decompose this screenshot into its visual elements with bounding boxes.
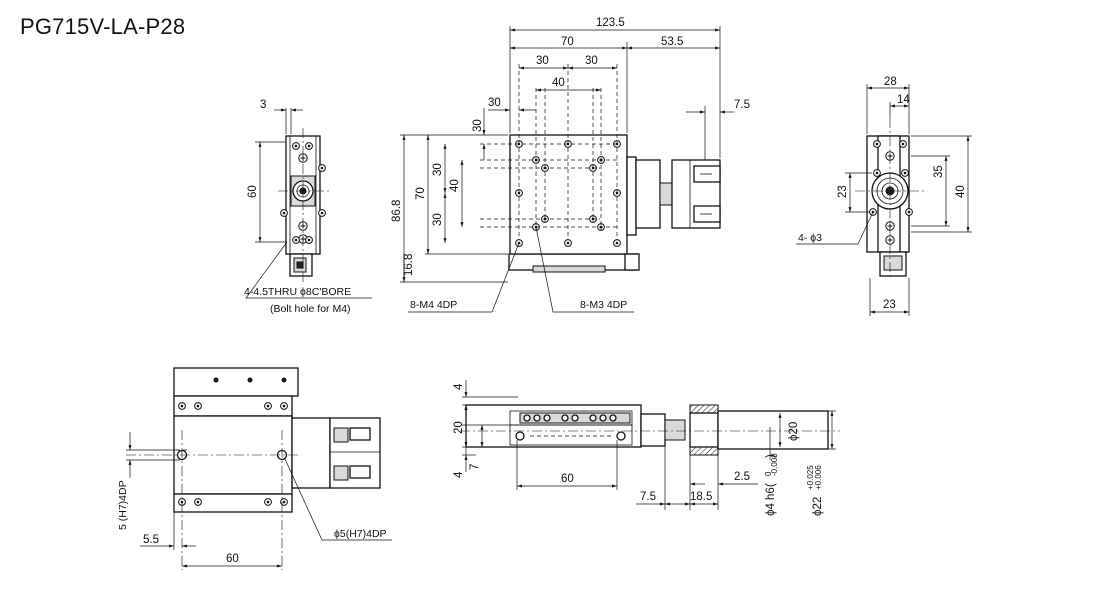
dim-5-5: 5.5 bbox=[143, 534, 159, 546]
dim-30-b: 30 bbox=[585, 55, 598, 67]
dim-60-side: 60 bbox=[561, 473, 574, 485]
dim-40-vert: 40 bbox=[449, 179, 461, 192]
drawing-title: PG715V-LA-P28 bbox=[20, 14, 186, 39]
bottom-view: 5 (H7)4DP 5.5 60 ϕ5(H7)4DP bbox=[117, 367, 392, 570]
dim-23-vert: 23 bbox=[837, 185, 849, 198]
phi22-tol-top: +0.025 bbox=[806, 465, 815, 490]
dim-23-horiz: 23 bbox=[883, 299, 896, 311]
dim-53-5: 53.5 bbox=[661, 36, 683, 48]
dim-20-side: 20 bbox=[453, 421, 465, 434]
dim-30-vert-b: 30 bbox=[432, 213, 444, 226]
phi4-tol-bottom: -0.008 bbox=[770, 453, 779, 476]
phi4-tol-top: 0 bbox=[764, 471, 773, 476]
dim-4-bottom: 4 bbox=[453, 471, 465, 478]
dim-30-vert-a: 30 bbox=[432, 163, 444, 176]
dim-18-5: 18.5 bbox=[690, 491, 712, 503]
dim-40-top: 40 bbox=[552, 77, 565, 89]
dim-60-left: 60 bbox=[247, 185, 259, 198]
dim-7-side: 7 bbox=[469, 464, 481, 470]
phi4-label: ϕ4 h6( bbox=[765, 483, 777, 516]
dim-30-vert-top: 30 bbox=[472, 119, 484, 132]
top-view: 123.5 70 53.5 30 30 40 30 7.5 86.8 16.8 … bbox=[391, 17, 750, 313]
dim-5-h7: 5 (H7)4DP bbox=[117, 480, 129, 530]
bolt-hole-callout: 4-4.5THRU ϕ8C'BORE bbox=[244, 286, 351, 298]
dim-7-5-top: 7.5 bbox=[734, 99, 750, 111]
dim-14: 14 bbox=[897, 94, 910, 106]
dim-70-vert: 70 bbox=[415, 187, 427, 200]
dim-28: 28 bbox=[884, 76, 897, 88]
phi4-h6: ϕ4 h6( bbox=[765, 483, 777, 516]
dim-2-5: 2.5 bbox=[734, 471, 750, 483]
phi4-close: ) bbox=[765, 454, 777, 458]
dim-35: 35 bbox=[933, 165, 945, 178]
m4-callout: 8-M4 4DP bbox=[410, 299, 457, 311]
phi3-callout: 4- ϕ3 bbox=[798, 232, 822, 244]
dim-4-top: 4 bbox=[453, 383, 465, 390]
dim-123-5: 123.5 bbox=[596, 17, 625, 29]
left-end-view: 3 60 4-4.5THRU ϕ8C'BORE (Bolt hole for M… bbox=[244, 99, 372, 315]
bolt-hole-note: (Bolt hole for M4) bbox=[270, 303, 351, 315]
dim-16-8: 16.8 bbox=[403, 254, 415, 276]
phi20: ϕ20 bbox=[788, 422, 800, 441]
phi22-tol-bottom: +0.006 bbox=[814, 465, 823, 490]
dim-86-8: 86.8 bbox=[391, 200, 403, 222]
phi5-callout: ϕ5(H7)4DP bbox=[334, 528, 387, 540]
dim-3: 3 bbox=[260, 99, 266, 111]
side-view: 4 20 7 4 60 7.5 18.5 2.5 ϕ20 ϕ4 h6( bbox=[453, 380, 840, 516]
dim-60-bottom: 60 bbox=[226, 553, 239, 565]
dim-40-right: 40 bbox=[955, 185, 967, 198]
dim-30-left: 30 bbox=[488, 97, 501, 109]
right-end-view: 28 14 35 40 23 23 4- ϕ3 bbox=[796, 76, 972, 316]
dim-70-top: 70 bbox=[561, 36, 574, 48]
dim-30-a: 30 bbox=[536, 55, 549, 67]
phi22: ϕ22 bbox=[812, 497, 824, 516]
dim-7-5-side: 7.5 bbox=[640, 491, 656, 503]
m3-callout: 8-M3 4DP bbox=[580, 299, 627, 311]
